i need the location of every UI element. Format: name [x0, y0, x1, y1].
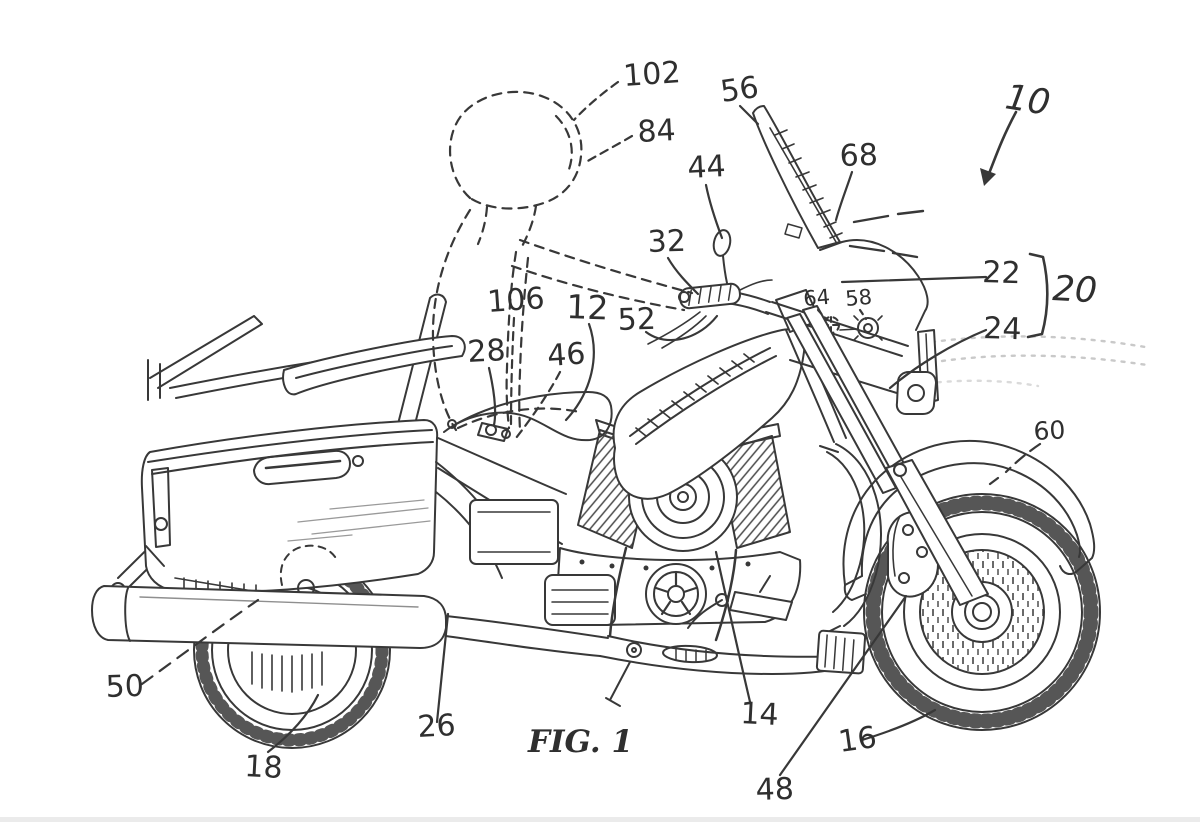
ref-label-22: 22 [982, 255, 1021, 291]
ref-label-50: 50 [105, 669, 144, 705]
faint-sketch-lines [906, 335, 1149, 388]
leader-lines [140, 80, 1042, 777]
ref-label-102: 102 [622, 55, 682, 94]
leader-60 [988, 442, 1042, 486]
ref-label-18: 18 [244, 749, 284, 786]
ref-label-20: 20 [1052, 269, 1099, 311]
leader-28 [487, 366, 497, 427]
seat [443, 391, 613, 442]
leader-48 [778, 594, 908, 777]
rider-silhouette [431, 90, 694, 432]
leader-12 [564, 322, 595, 422]
ref-label-14: 14 [740, 696, 780, 733]
engine [544, 419, 802, 626]
ref-label-106: 106 [486, 281, 546, 320]
leader-102 [572, 80, 620, 122]
leader-18 [266, 693, 320, 754]
arrow-10 [980, 110, 1018, 186]
ref-label-32: 32 [647, 224, 686, 260]
ref-label-68: 68 [839, 138, 878, 174]
ref-label-12: 12 [566, 287, 609, 327]
battery-box [469, 499, 559, 565]
leader-44 [704, 183, 724, 240]
rider-back [431, 208, 472, 432]
handlebar [647, 229, 773, 349]
fairing [765, 239, 939, 415]
ref-label-52: 52 [617, 302, 656, 338]
figure-caption: FIG. 1 [527, 724, 633, 760]
rider-visor [554, 114, 573, 174]
ref-label-48: 48 [755, 772, 794, 808]
floorboard [687, 575, 793, 629]
fuel-tank [612, 328, 806, 500]
ref-label-60: 60 [1033, 415, 1066, 446]
muffler [91, 585, 609, 657]
ref-label-26: 26 [417, 708, 457, 745]
leader-14 [714, 550, 753, 708]
mirror-stem [722, 255, 728, 284]
ref-label-44: 44 [687, 149, 727, 186]
ref-label-58: 58 [844, 285, 873, 311]
speaker-58 [857, 317, 879, 339]
rider-lap [456, 407, 582, 430]
ref-label-24: 24 [983, 311, 1022, 347]
ref-label-84: 84 [637, 113, 677, 150]
ref-label-64: 64 [802, 285, 831, 311]
leader-52 [644, 314, 719, 342]
backrest-pad [282, 335, 466, 396]
engine-guard [815, 443, 882, 675]
leader-58 [858, 308, 868, 321]
leader-68 [834, 170, 854, 222]
leader-22 [840, 275, 988, 284]
leader-32 [666, 256, 700, 296]
rider-arm [518, 238, 694, 295]
windshield [752, 105, 843, 249]
saddlebag [140, 419, 439, 600]
leader-24 [888, 328, 988, 390]
ref-label-16: 16 [836, 720, 879, 760]
seat-sensor-detail [477, 422, 511, 442]
mirror [712, 229, 732, 257]
leader-26 [435, 612, 450, 724]
reference-labels: 102 84 56 10 44 68 32 106 12 52 64 58 22… [105, 55, 1098, 808]
scan-bottom-edge [0, 817, 1200, 822]
leader-84 [584, 134, 634, 164]
leader-16 [860, 708, 937, 742]
ref-label-56: 56 [718, 70, 761, 110]
ref-label-46: 46 [546, 336, 587, 374]
leader-106 [509, 316, 516, 428]
ref-label-28: 28 [467, 333, 507, 370]
leader-50 [140, 598, 260, 686]
rider-helmet [448, 90, 583, 210]
leader-46 [514, 370, 562, 440]
front-fork-slider [885, 459, 992, 622]
leader-56 [738, 104, 760, 126]
ref-label-10: 10 [1003, 77, 1053, 123]
leader-64 [816, 308, 829, 322]
airflow-dashes [848, 209, 925, 259]
bracket-20 [1026, 252, 1049, 339]
